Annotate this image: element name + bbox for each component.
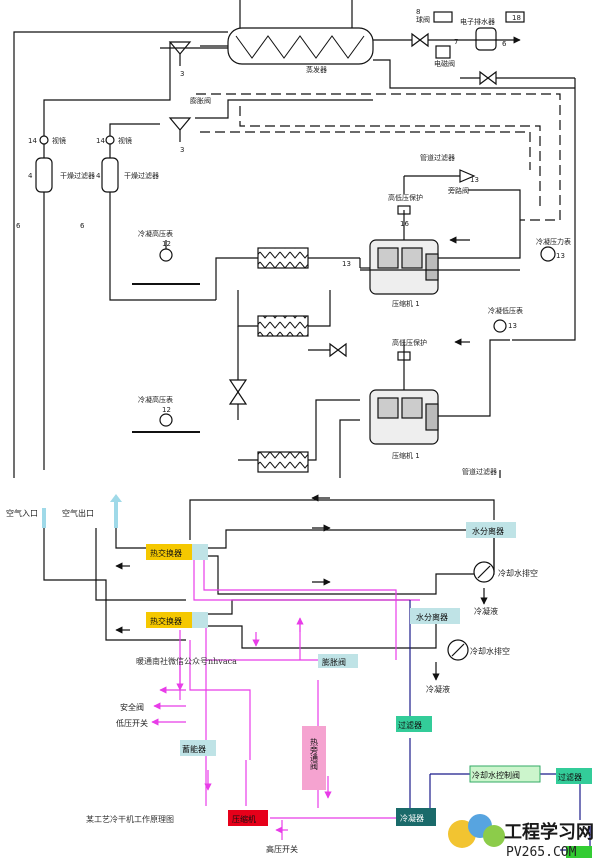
num-6c: 6 — [502, 40, 507, 48]
top-labels: 蒸发器 膨胀阀 视镜 视镜 干燥过滤器 干燥过滤器 冷凝高压表 冷凝高压表 高低… — [16, 8, 571, 476]
label-sight-glass-right: 视镜 — [118, 136, 132, 145]
label-condensing-gauge-b: 冷凝高压表 — [138, 395, 173, 404]
label-drain: 电子排水器 — [460, 17, 495, 26]
num-7: 7 — [454, 38, 458, 46]
num-12b: 12 — [162, 406, 171, 414]
num-13d: 13 — [470, 176, 479, 184]
num-4a: 4 — [28, 172, 33, 180]
ws1-box — [466, 522, 516, 538]
label-caption: 某工艺冷干机工作原理图 — [86, 814, 174, 824]
label-cw-valve: 冷却水控制阀 — [472, 770, 520, 780]
pressure-gauge-12a — [159, 248, 173, 262]
label-air-in: 空气入口 — [6, 508, 38, 518]
num-8: 8 — [416, 8, 420, 16]
expansion-box — [318, 654, 358, 668]
label-compressor-1: 压缩机 1 — [392, 299, 420, 308]
label-sight-glass-left: 视镜 — [52, 136, 66, 145]
evaporator — [227, 27, 374, 65]
label-high-switch: 高压开关 — [266, 844, 298, 854]
num-12a: 12 — [162, 240, 171, 248]
ws2-box — [410, 608, 460, 624]
label-drain2: 冷却水排空 — [470, 646, 510, 656]
num-18: 18 — [512, 14, 521, 22]
label-compressor-2: 压缩机 1 — [392, 451, 420, 460]
label-hi-lo-protect-b: 高低压保护 — [392, 338, 427, 347]
hx2-box — [146, 612, 192, 628]
num-13a: 13 — [342, 260, 351, 268]
site-name: 工程学习网 — [504, 821, 594, 843]
label-dryer-left: 干燥过滤器 — [60, 171, 95, 180]
label-condensing-gauge-a: 冷凝高压表 — [138, 229, 173, 238]
hot-bypass-box — [302, 726, 326, 790]
label-dryer-right: 干燥过滤器 — [124, 171, 159, 180]
condenser-coil-1 — [257, 247, 309, 269]
pressure-gauge-13 — [540, 246, 556, 262]
compressor-box — [228, 810, 268, 826]
label-drain1: 冷却水排空 — [498, 568, 538, 578]
drain-device — [475, 27, 497, 51]
label-safety-valve: 安全阀 — [120, 702, 144, 712]
dryer-left — [35, 157, 53, 193]
num-14a: 14 — [28, 137, 37, 145]
condenser-box — [396, 808, 436, 826]
compressor-1-symbol — [360, 239, 439, 295]
num-6b: 6 — [80, 222, 85, 230]
label-watermark: 暖通南社微信公众号nhvaca — [136, 656, 237, 666]
label-solenoid: 电磁阀 — [434, 59, 455, 68]
top-schematic — [13, 0, 576, 478]
num-14b: 14 — [96, 137, 105, 145]
label-condensate1: 冷凝液 — [474, 606, 498, 616]
num-4b: 4 — [96, 172, 101, 180]
label-condenser-sensor-1: 冷凝压力表 — [536, 237, 571, 246]
label-hx1: 热交换器 — [150, 548, 182, 558]
label-air-out: 空气出口 — [62, 508, 94, 518]
hx1-box — [146, 544, 192, 560]
site-logo: 工程学习网 PV265.COM — [448, 814, 594, 860]
label-pipe-filter-top: 管道过滤器 — [420, 153, 455, 162]
label-ws2: 水分离器 — [416, 612, 448, 622]
label-evaporator: 蒸发器 — [306, 65, 327, 74]
num-3a: 3 — [180, 70, 184, 78]
label-hx2: 热交换器 — [150, 616, 182, 626]
label-compressor: 压缩机 — [232, 814, 256, 824]
site-url: PV265.COM — [506, 845, 577, 860]
dryer-right — [101, 157, 119, 193]
condenser-coil-3 — [257, 451, 309, 473]
label-accumulator: 蓄能器 — [182, 744, 206, 754]
label-ws1: 水分离器 — [472, 526, 504, 536]
label-bypass-valve: 旁路阀 — [448, 186, 469, 195]
compressor-2-symbol — [369, 389, 439, 445]
bottom-schematic — [42, 494, 591, 851]
label-hot-bypass: 热旁通阀 — [310, 737, 319, 771]
label-low-switch: 低压开关 — [116, 718, 148, 728]
pressure-gauge-12b — [159, 413, 173, 427]
bottom-components — [146, 522, 592, 858]
label-filter1: 过滤器 — [398, 720, 422, 730]
label-expansion: 膨胀阀 — [322, 657, 346, 667]
filter2-box — [556, 768, 592, 784]
label-condensate2: 冷凝液 — [426, 684, 450, 694]
num-13b: 13 — [556, 252, 565, 260]
accumulator-box — [180, 740, 216, 756]
filter1-box — [396, 716, 432, 732]
num-6a: 6 — [16, 222, 21, 230]
condenser-coil-2 — [257, 315, 309, 337]
label-expansion-valve: 膨胀阀 — [190, 96, 211, 105]
num-13c: 13 — [508, 322, 517, 330]
num-16: 16 — [400, 220, 409, 228]
label-hi-lo-protect-a: 高低压保护 — [388, 193, 423, 202]
label-condenser: 冷凝器 — [400, 813, 424, 823]
bottom-labels: 空气入口 空气出口 热交换器 热交换器 水分离器 水分离器 冷却水排空 冷却水排… — [6, 508, 582, 854]
label-condenser-sensor-2: 冷凝低压表 — [488, 306, 523, 315]
label-pipe-filter-bottom: 管道过滤器 — [462, 467, 497, 476]
label-ball-valve: 球阀 — [416, 15, 430, 24]
cw-valve-box — [469, 765, 541, 783]
num-3b: 3 — [180, 146, 184, 154]
label-filter2: 过滤器 — [558, 772, 582, 782]
